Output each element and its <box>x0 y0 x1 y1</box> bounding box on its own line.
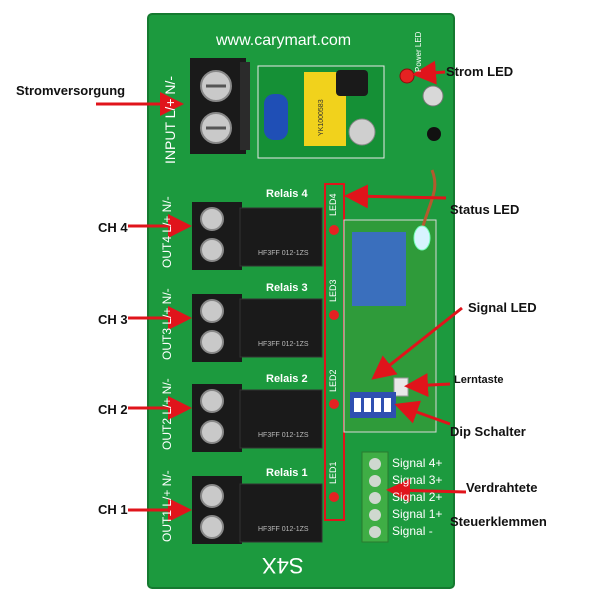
control-terminal-block <box>361 451 389 543</box>
relay-3 <box>239 298 323 358</box>
signal-3-label: Signal 3+ <box>392 473 443 487</box>
label-stromversorgung: Stromversorgung <box>16 83 126 98</box>
power-led-marking: Power LED <box>414 31 423 72</box>
label-strom-led: Strom LED <box>446 64 514 79</box>
relay-3-label: Relais 3 <box>266 282 308 294</box>
label-status-led: Status LED <box>450 202 520 217</box>
out4-label: OUT4 L/+ N/- <box>160 196 174 268</box>
label-steuerklemmen: Steuerklemmen <box>450 514 547 529</box>
power-supply-module <box>257 65 385 159</box>
power-led <box>399 68 415 84</box>
relay-4-marking: HF3FF 012-1ZS <box>258 250 309 257</box>
signal-1-label: Signal 1+ <box>392 507 443 521</box>
arrow-status-led <box>344 184 447 209</box>
label-ch3: CH 3 <box>98 312 128 327</box>
output-terminal-4 <box>192 202 242 270</box>
output-terminal-2 <box>192 384 242 452</box>
buzzer <box>422 85 444 107</box>
model-label: S4X <box>262 553 304 578</box>
label-ch4: CH 4 <box>98 220 128 235</box>
label-signal-led: Signal LED <box>468 300 537 315</box>
output-terminal-3 <box>192 294 242 362</box>
relay-2-label: Relais 2 <box>266 373 308 385</box>
relay-2-marking: HF3FF 012-1ZS <box>258 432 309 439</box>
out3-label: OUT3 L/+ N/- <box>160 288 174 360</box>
out2-label: OUT2 L/+ N/- <box>160 378 174 450</box>
led2-label: LED2 <box>328 369 338 392</box>
relay-1 <box>239 483 323 543</box>
capacitor-marking: YK1000583 <box>318 99 325 136</box>
transistor <box>427 127 441 141</box>
signal-2-label: Signal 2+ <box>392 490 443 504</box>
status-led-4 <box>329 225 339 235</box>
label-dip-schalter: Dip Schalter <box>450 424 526 439</box>
status-led-2 <box>329 399 339 409</box>
arrow-steuerklemmen <box>386 478 467 503</box>
learn-button <box>393 377 409 397</box>
annotation-arrows <box>96 60 467 522</box>
led1-label: LED1 <box>328 461 338 484</box>
board-url: www.carymart.com <box>216 32 352 49</box>
status-led-1 <box>329 492 339 502</box>
label-verdrahtete: Verdrahtete <box>466 480 538 495</box>
arrow-lerntaste <box>404 373 451 398</box>
signal-4-label: Signal 4+ <box>392 456 443 470</box>
out1-label: OUT1 L/+ N/- <box>160 470 174 542</box>
relay-4 <box>239 207 323 267</box>
relay-4-label: Relais 4 <box>266 188 308 200</box>
relay-3-marking: HF3FF 012-1ZS <box>258 341 309 348</box>
signal-led <box>413 225 431 251</box>
led3-label: LED3 <box>328 279 338 302</box>
receiver-chip <box>352 232 406 306</box>
relay-1-label: Relais 1 <box>266 467 308 479</box>
signal-minus-label: Signal - <box>392 524 433 538</box>
status-led-3 <box>329 310 339 320</box>
relay-2 <box>239 389 323 449</box>
label-ch1: CH 1 <box>98 502 128 517</box>
led4-label: LED4 <box>328 193 338 216</box>
arrow-dip-schalter <box>394 400 451 426</box>
output-terminal-1 <box>192 476 242 544</box>
input-terminal-label: INPUT L/+ N/- <box>162 75 178 164</box>
arrow-strom-led <box>412 60 446 85</box>
relay-1-marking: HF3FF 012-1ZS <box>258 526 309 533</box>
label-lerntaste: Lerntaste <box>454 374 504 386</box>
arrow-signal-led <box>371 306 463 380</box>
input-terminal-block <box>190 58 250 154</box>
label-ch2: CH 2 <box>98 402 128 417</box>
